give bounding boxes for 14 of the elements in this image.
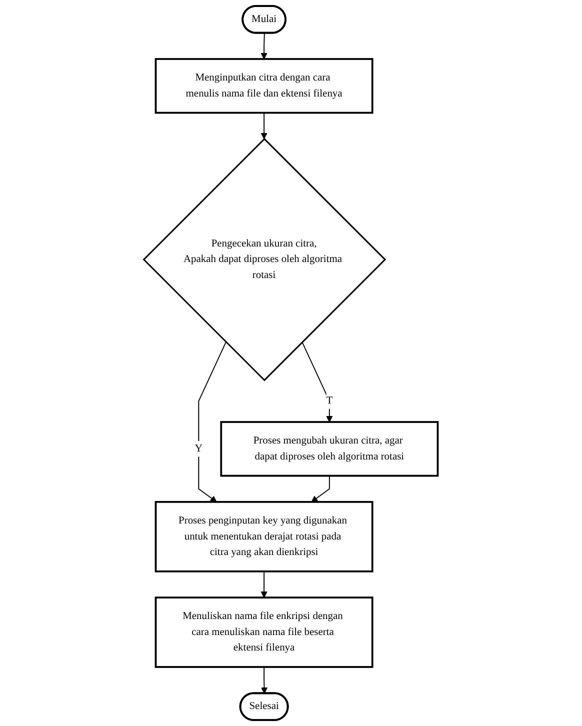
arrow — [261, 570, 268, 598]
arrow — [261, 666, 268, 694]
arrow — [198, 342, 227, 502]
edge-label: Y — [195, 443, 203, 454]
arrow — [302, 342, 333, 422]
node-box: Proses mengubah ukuran citra, agar dapat diproses oleh algoritma rotasi — [220, 421, 439, 477]
node-box: Menginputkan citra dengan cara menulis nama file dan ektensi filenya — [155, 58, 374, 114]
arrow — [261, 112, 268, 140]
node-diamond: Pengecekan ukuran citra, Apakah dapat diproses oleh algoritma rotasi — [142, 138, 386, 382]
edge-label: T — [326, 395, 333, 407]
node-box: Proses penginputan key yang digunakan untuk menentukan derajat rotasi pada citra yang akan dienkripsi — [155, 501, 374, 572]
arrow — [312, 475, 330, 502]
node-box: Menuliskan nama file enkripsi dengan cara menuliskan nama file beserta ektensi filenya — [155, 596, 374, 668]
arrow — [261, 32, 268, 60]
